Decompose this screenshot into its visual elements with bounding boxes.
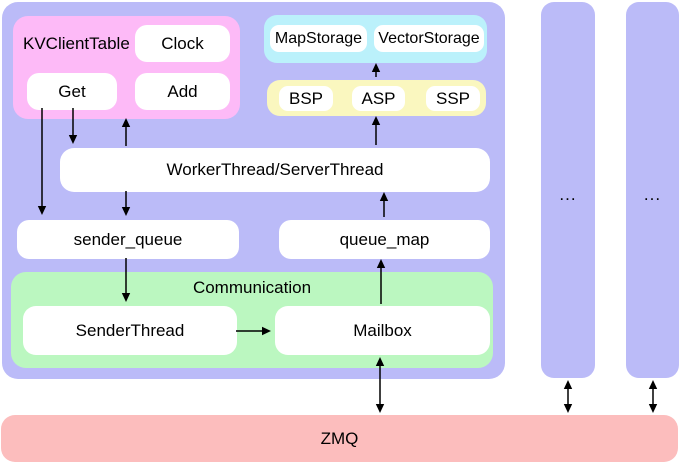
get-box: Get: [27, 73, 117, 110]
ssp-box: SSP: [426, 86, 480, 111]
ellipsis-label: ...: [643, 185, 662, 204]
zmq-bar: ZMQ: [1, 415, 678, 462]
kv-client-table-label: KVClientTable: [23, 33, 130, 53]
kv-client-table-panel: KVClientTable Clock Get Add: [13, 16, 240, 119]
map-storage-box: MapStorage: [270, 25, 367, 52]
communication-panel: Communication SenderThread Mailbox: [11, 272, 493, 368]
arrow-node2-to-zmq: [563, 380, 573, 413]
asp-box: ASP: [352, 86, 405, 111]
worker-node-ellipsis-panel-3: ...: [626, 2, 679, 378]
worker-thread-box: WorkerThread/ServerThread: [60, 148, 490, 192]
vector-storage-box: VectorStorage: [374, 25, 484, 52]
worker-node-ellipsis-panel-2: ...: [541, 2, 595, 378]
storage-panel: MapStorage VectorStorage: [264, 15, 487, 63]
mailbox-box: Mailbox: [275, 306, 490, 355]
queue-map-box: queue_map: [279, 220, 490, 259]
clock-box: Clock: [135, 25, 230, 62]
consistency-modes-panel: BSP ASP SSP: [267, 80, 486, 116]
arrow-node3-to-zmq: [648, 380, 658, 413]
ellipsis-label: ...: [559, 185, 577, 204]
sender-queue-box: sender_queue: [17, 220, 239, 259]
bsp-box: BSP: [279, 86, 333, 111]
zmq-label: ZMQ: [320, 428, 359, 448]
add-box: Add: [135, 73, 230, 110]
worker-node-panel: KVClientTable Clock Get Add MapStorage V…: [2, 2, 505, 379]
sender-thread-box: SenderThread: [23, 306, 237, 355]
communication-label: Communication: [192, 278, 312, 297]
